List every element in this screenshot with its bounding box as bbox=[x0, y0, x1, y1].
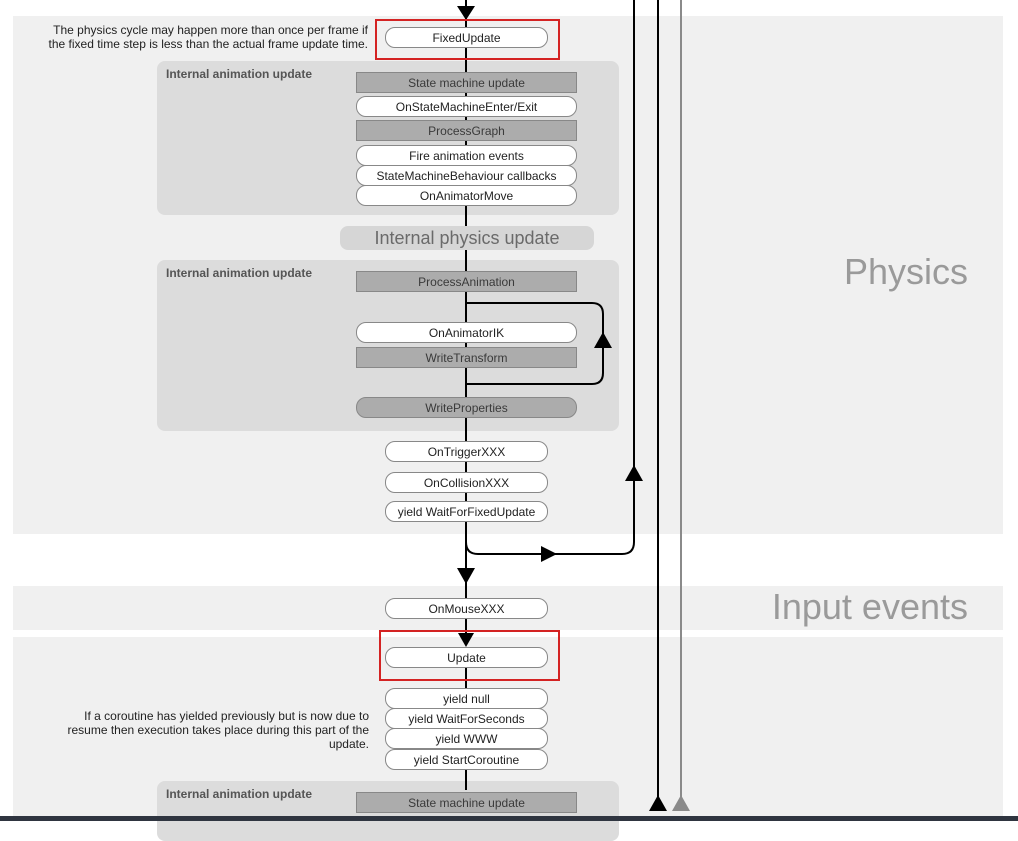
state-machine-update-node-2[interactable]: State machine update bbox=[356, 792, 577, 813]
update-highlight bbox=[379, 630, 560, 681]
update-node[interactable]: Update bbox=[385, 647, 548, 668]
internal-physics-update-band: Internal physics update bbox=[340, 226, 594, 250]
fire-animation-events-node[interactable]: Fire animation events bbox=[356, 145, 577, 166]
coroutine-note: If a coroutine has yielded previously bu… bbox=[67, 709, 369, 751]
writeproperties-node[interactable]: WriteProperties bbox=[356, 397, 577, 418]
window-bottom-bar bbox=[0, 816, 1018, 821]
fixedupdate-highlight bbox=[375, 19, 560, 60]
animation-group-3-label: Internal animation update bbox=[166, 787, 313, 801]
fixedupdate-node[interactable]: FixedUpdate bbox=[385, 27, 548, 48]
arrow-down-icon bbox=[457, 568, 475, 584]
yield-waitforseconds-node[interactable]: yield WaitForSeconds bbox=[385, 708, 548, 729]
onanimatorik-node[interactable]: OnAnimatorIK bbox=[356, 322, 577, 343]
yield-waitforfixedupdate-node[interactable]: yield WaitForFixedUpdate bbox=[385, 501, 548, 522]
onanimatormove-node[interactable]: OnAnimatorMove bbox=[356, 185, 577, 206]
physics-section-title: Physics bbox=[843, 251, 968, 292]
animation-group-1-label: Internal animation update bbox=[166, 67, 313, 81]
ontriggerxxx-node[interactable]: OnTriggerXXX bbox=[385, 441, 548, 462]
yield-null-node[interactable]: yield null bbox=[385, 688, 548, 709]
processanimation-node[interactable]: ProcessAnimation bbox=[356, 271, 577, 292]
writetransform-node[interactable]: WriteTransform bbox=[356, 347, 577, 368]
physics-cycle-note: The physics cycle may happen more than o… bbox=[48, 23, 369, 51]
arrow-right-icon bbox=[541, 546, 557, 562]
input-events-section-title: Input events bbox=[771, 586, 968, 627]
yield-www-node[interactable]: yield WWW bbox=[385, 728, 548, 749]
state-machine-update-node[interactable]: State machine update bbox=[356, 72, 577, 93]
onmousexxx-node[interactable]: OnMouseXXX bbox=[385, 598, 548, 619]
yield-startcoroutine-node[interactable]: yield StartCoroutine bbox=[385, 749, 548, 770]
processgraph-node[interactable]: ProcessGraph bbox=[356, 120, 577, 141]
statemachinebehaviour-callbacks-node[interactable]: StateMachineBehaviour callbacks bbox=[356, 165, 577, 186]
onstatemachineenter-exit-node[interactable]: OnStateMachineEnter/Exit bbox=[356, 96, 577, 117]
oncollisionxxx-node[interactable]: OnCollisionXXX bbox=[385, 472, 548, 493]
input-events-section: Input events bbox=[13, 586, 1003, 630]
animation-group-2-label: Internal animation update bbox=[166, 266, 313, 280]
